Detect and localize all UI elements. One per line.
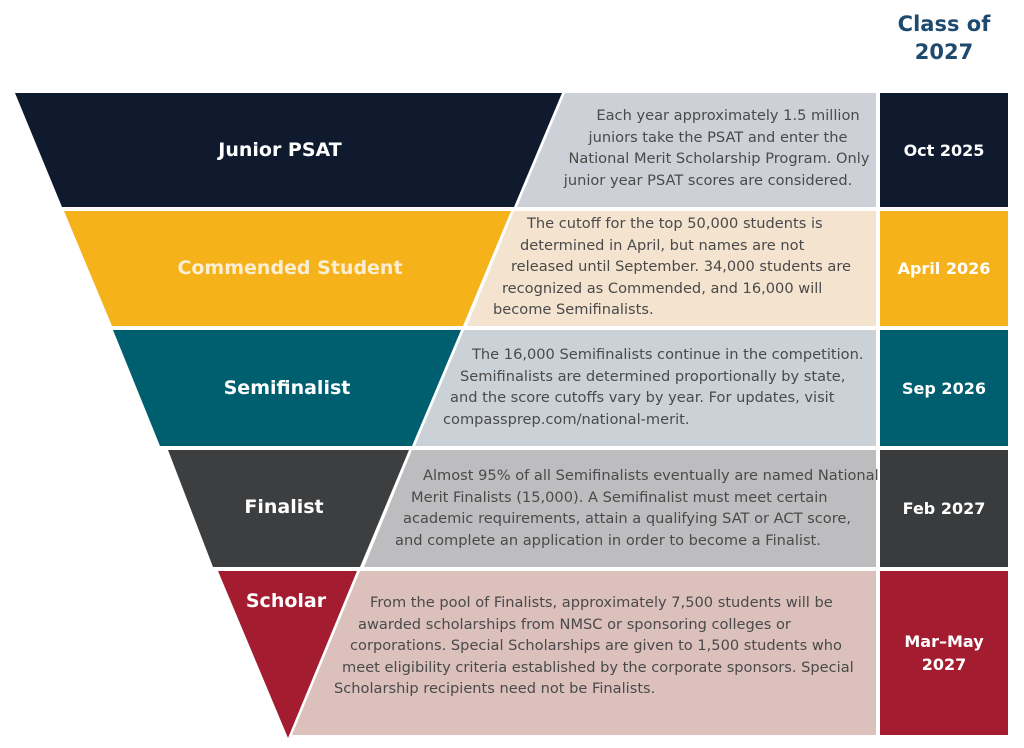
description-line: released until September. 34,000 student…	[511, 258, 852, 275]
description-bg-scholar	[292, 571, 876, 735]
stage-label-junior-psat: Junior PSAT	[218, 139, 342, 161]
stage-description-junior-psat: Each year approximately 1.5 million juni…	[540, 105, 876, 191]
description-line: compassprep.com/national-merit.	[443, 410, 690, 428]
date-text: Sep 2026	[902, 378, 986, 398]
stage-description-finalist: Almost 95% of all Semifinalists eventual…	[391, 465, 881, 551]
class-year-heading-line1: Class of	[897, 12, 991, 36]
date-box-junior-psat: Oct 2025	[880, 93, 1008, 207]
date-text: Oct 2025	[903, 140, 985, 160]
date-text: April 2026	[897, 259, 991, 278]
description-line: junior year PSAT scores are considered.	[563, 171, 853, 189]
description-line: and the score cutoffs vary by year. For …	[450, 389, 835, 406]
description-line: Each year approximately 1.5 million	[596, 107, 860, 124]
description-bg-finalist	[364, 450, 876, 567]
stage-label-finalist: Finalist	[244, 496, 324, 518]
description-line: corporations. Special Scholarships are g…	[350, 637, 842, 654]
date-text: Feb 2027	[902, 499, 986, 518]
description-line: National Merit Scholarship Program. Only	[568, 150, 870, 167]
description-line: and complete an application in order to …	[395, 531, 821, 549]
description-line: Semifinalists are determined proportiona…	[460, 367, 846, 385]
funnel-stage-semifinalist	[113, 330, 461, 446]
class-year-heading: Class of 2027	[880, 10, 1008, 66]
description-line: juniors take the PSAT and enter the	[588, 128, 848, 146]
date-text-line1: Mar–May	[904, 632, 984, 651]
stage-label-commended-student: Commended Student	[177, 257, 403, 279]
description-line: From the pool of Finalists, approximatel…	[370, 594, 833, 611]
description-line: Merit Finalists (15,000). A Semifinalist…	[411, 488, 828, 506]
description-bg-commended-student	[467, 211, 876, 326]
stage-description-scholar: From the pool of Finalists, approximatel…	[316, 592, 876, 700]
stage-description-semifinalist: The 16,000 Semifinalists continue in the…	[442, 344, 878, 430]
date-box-scholar: Mar–May 2027	[880, 571, 1008, 735]
description-bg-junior-psat	[517, 93, 876, 207]
description-line: awarded scholarships from NMSC or sponso…	[358, 615, 791, 633]
stage-description-commended-student: The cutoff for the top 50,000 students i…	[488, 213, 860, 321]
funnel-stage-junior-psat	[15, 93, 562, 207]
class-year-heading-line2: 2027	[914, 40, 974, 64]
date-box-commended-student: April 2026	[880, 211, 1008, 326]
description-line: The cutoff for the top 50,000 students i…	[527, 215, 823, 232]
description-line: recognized as Commended, and 16,000 will	[502, 279, 823, 297]
stage-label-scholar: Scholar	[245, 590, 327, 612]
date-text-line2: 2027	[921, 655, 967, 674]
description-bg-semifinalist	[415, 330, 876, 446]
description-line: academic requirements, attain a qualifyi…	[403, 510, 851, 527]
description-line: Scholarship recipients need not be Final…	[334, 680, 656, 697]
description-line: The 16,000 Semifinalists continue in the…	[472, 346, 864, 363]
date-box-finalist: Feb 2027	[880, 450, 1008, 567]
description-line: determined in April, but names are not	[520, 236, 805, 254]
funnel-stage-finalist	[168, 450, 409, 567]
description-line: become Semifinalists.	[493, 301, 654, 318]
funnel-stage-commended-student	[64, 211, 511, 326]
stage-label-semifinalist: Semifinalist	[223, 377, 351, 399]
description-line: meet eligibility criteria established by…	[342, 658, 854, 676]
funnel-stage-scholar	[218, 571, 357, 738]
description-line: Almost 95% of all Semifinalists eventual…	[423, 467, 879, 484]
date-box-semifinalist: Sep 2026	[880, 330, 1008, 446]
